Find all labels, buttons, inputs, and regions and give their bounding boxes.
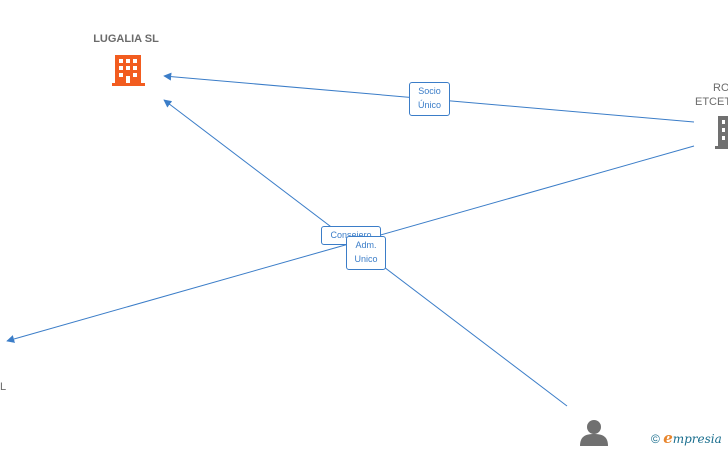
building-icon[interactable]: [715, 116, 728, 149]
company-name-lugalia[interactable]: LUGALIA SL: [93, 33, 159, 45]
copyright-symbol: ©: [651, 432, 660, 446]
company-name-left-line1[interactable]: L: [0, 381, 7, 393]
building-icon[interactable]: [112, 55, 145, 86]
edge-label-line: Adm.: [355, 240, 377, 250]
edge-label-line: Socio: [418, 86, 441, 96]
edge-label-line: Unico: [354, 254, 378, 264]
person-icon[interactable]: [580, 420, 608, 446]
brand-logo: empresia: [663, 429, 722, 447]
edge-label-line: Único: [417, 100, 441, 110]
edge-label-line: Consejero: [330, 230, 372, 240]
company-name-right-line2[interactable]: ETCET: [695, 96, 728, 108]
empresia-watermark: © empresia: [651, 429, 722, 447]
company-name-right-line1[interactable]: RO: [713, 82, 728, 94]
edge-label-adm-unico: Adm. Unico: [346, 236, 386, 270]
edge-label-socio-unico: Socio Único: [409, 82, 450, 116]
